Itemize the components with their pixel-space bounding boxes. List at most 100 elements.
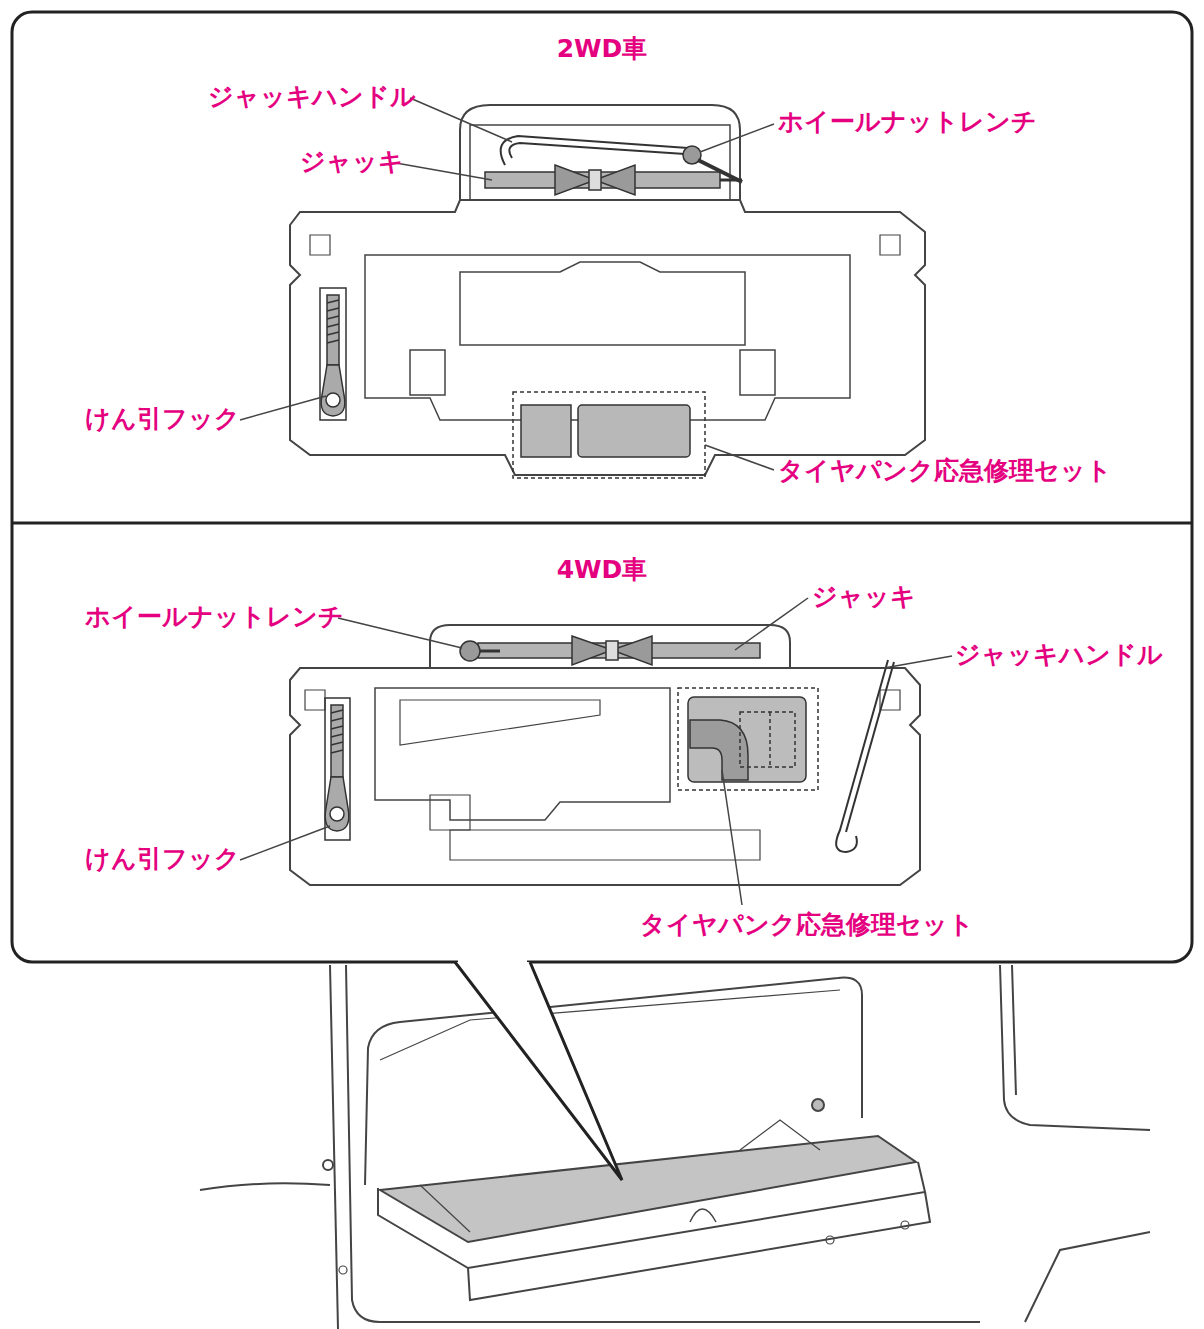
vehicle-rear xyxy=(812,1099,824,1111)
leader-line xyxy=(705,445,774,470)
leader-line xyxy=(240,98,774,470)
storage-tray-2wd xyxy=(470,125,730,200)
part-name: けん引フック xyxy=(85,404,240,434)
repair-kit-4wd xyxy=(678,688,818,790)
wheel-nut-wrench-2wd xyxy=(698,160,742,182)
leader-line xyxy=(410,98,512,142)
vehicle-rear xyxy=(380,990,840,1060)
leader-line xyxy=(722,770,742,905)
jack-handle-2wd xyxy=(501,136,688,165)
vehicle-rear xyxy=(1025,1232,1150,1322)
cargo-floor-board xyxy=(740,1120,820,1150)
vehicle-rear xyxy=(330,965,338,1329)
tow-hook-2wd xyxy=(326,393,340,407)
vehicle-rear xyxy=(200,965,1150,1329)
part-name: ホイールナットレンチ xyxy=(778,107,1037,137)
part-name: ジャッキ xyxy=(300,147,404,177)
repair-kit-2wd xyxy=(578,405,690,457)
tow-hook-4wd xyxy=(325,777,349,831)
jack-4wd xyxy=(606,641,618,660)
cargo-floor-board xyxy=(380,1120,916,1242)
tow-hook-4wd xyxy=(331,705,343,777)
panel-heading: 4WD車 xyxy=(12,555,1192,585)
tow-hook-2wd xyxy=(320,288,346,420)
wheel-nut-wrench-4wd xyxy=(480,650,500,653)
panel-band: 2WD車 xyxy=(12,12,1192,523)
storage-tray-4wd xyxy=(375,688,670,820)
callout-frame xyxy=(12,12,1192,962)
cargo-floor-board xyxy=(380,1136,916,1242)
jack-handle-4wd xyxy=(836,660,894,852)
callout-pointer xyxy=(455,959,622,1180)
vehicle-rear xyxy=(323,1160,333,1170)
part-name: ホイールナットレンチ xyxy=(85,602,344,632)
repair-kit-2wd xyxy=(521,405,571,457)
repair-kit-2wd xyxy=(513,392,705,478)
storage-tray-4wd xyxy=(305,690,900,710)
storage-tray-4wd xyxy=(290,625,920,885)
jack-4wd xyxy=(478,636,760,665)
leader-line xyxy=(735,598,808,650)
vehicle-rear xyxy=(200,1183,330,1190)
storage-tray-4wd xyxy=(450,830,760,860)
part-name: ジャッキハンドル xyxy=(955,640,1163,670)
vehicle-rear xyxy=(901,1221,909,1229)
panel-heading: 2WD車 xyxy=(12,34,1192,64)
storage-tray-4wd xyxy=(430,795,470,830)
storage-tray-2wd xyxy=(365,255,850,420)
repair-kit-2wd xyxy=(513,392,705,478)
jack-handle-2wd xyxy=(509,143,685,158)
jack-2wd xyxy=(485,165,742,195)
storage-tray-2wd xyxy=(410,350,775,395)
callout-pointer xyxy=(455,962,622,1180)
jack-handle-4wd xyxy=(846,662,894,832)
leader-line xyxy=(884,656,952,668)
leader-line xyxy=(240,396,326,420)
storage-tray-2wd xyxy=(290,200,925,475)
panel-band: 4WD車 xyxy=(12,523,1192,962)
tow-hook-2wd xyxy=(327,295,339,365)
jack-2wd xyxy=(555,165,635,195)
jack-handle-2wd xyxy=(501,136,688,165)
jack-handle-4wd xyxy=(836,660,888,852)
leader-line xyxy=(700,124,774,152)
storage-tray-2wd xyxy=(460,262,745,345)
storage-tray-2wd xyxy=(290,105,925,475)
jack-4wd xyxy=(572,636,652,665)
callout-pointer xyxy=(455,962,622,1180)
tow-hook-4wd xyxy=(325,698,350,840)
part-name: タイヤパンク応急修理セット xyxy=(778,456,1112,486)
callout-pointer xyxy=(458,959,527,964)
repair-kit-4wd xyxy=(740,712,795,767)
leader-line xyxy=(338,618,462,648)
vehicle-rear xyxy=(1000,965,1150,1130)
vehicle-rear xyxy=(690,1209,716,1222)
leader-line xyxy=(240,826,330,860)
storage-tray-4wd xyxy=(400,700,600,745)
tow-hook-2wd xyxy=(320,288,346,420)
leader-line xyxy=(396,163,492,180)
repair-kit-4wd xyxy=(769,712,771,767)
wheel-nut-wrench-2wd xyxy=(683,146,742,182)
tow-hook-2wd xyxy=(321,365,345,416)
part-name: ジャッキ xyxy=(812,582,916,612)
repair-kit-4wd xyxy=(678,688,818,790)
vehicle-rear xyxy=(339,1266,347,1274)
tow-hook-2wd xyxy=(327,300,339,343)
vehicle-rear xyxy=(1012,965,1016,1095)
tow-hook-4wd xyxy=(330,807,344,821)
vehicle-rear xyxy=(346,965,980,1322)
part-name: ジャッキハンドル xyxy=(208,82,416,112)
part-name: タイヤパンク応急修理セット xyxy=(640,910,974,940)
cargo-floor-board xyxy=(420,1185,470,1232)
tow-hook-4wd xyxy=(325,698,350,840)
storage-tray-2wd xyxy=(310,235,900,255)
wheel-nut-wrench-4wd xyxy=(460,641,500,661)
repair-kit-4wd xyxy=(688,697,806,782)
vehicle-rear xyxy=(826,1236,834,1244)
leader-line xyxy=(240,598,952,905)
wheel-nut-wrench-4wd xyxy=(460,641,480,661)
callout-frame xyxy=(12,12,1192,962)
storage-tray-4wd xyxy=(290,668,920,885)
